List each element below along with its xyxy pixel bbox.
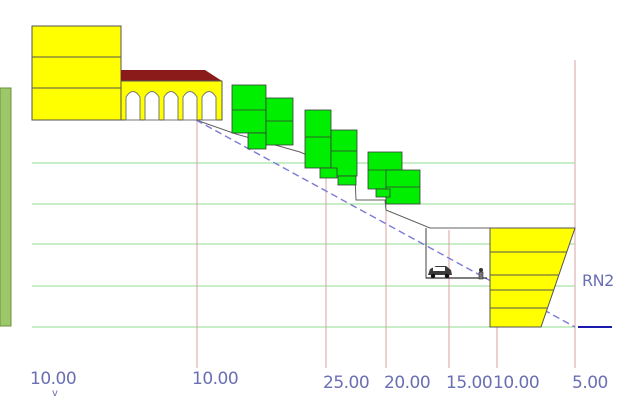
dimension-sublabel: v (52, 388, 58, 399)
dimension-label: 10.00 (192, 369, 239, 389)
roof (121, 70, 222, 81)
dimension-label: 10.00 (493, 373, 540, 393)
right-retaining-wall (489, 227, 576, 328)
left-frame (0, 87, 12, 327)
level-lines (32, 162, 575, 328)
pedestrian-icon (478, 268, 484, 280)
left-building (31, 25, 122, 121)
arcade-building (120, 70, 223, 121)
dimension-label: 10.00 (30, 369, 77, 389)
green-blocks (231, 84, 421, 205)
dimension-label: 15.00 (446, 373, 493, 393)
dimension-label: 5.00 (572, 373, 608, 393)
dimension-label: 25.00 (323, 373, 370, 393)
car-icon (428, 266, 452, 279)
vertical-lines (196, 60, 576, 368)
road-label: RN2 (582, 271, 614, 290)
slope-line (195, 119, 576, 328)
dimension-label: 20.00 (384, 373, 431, 393)
